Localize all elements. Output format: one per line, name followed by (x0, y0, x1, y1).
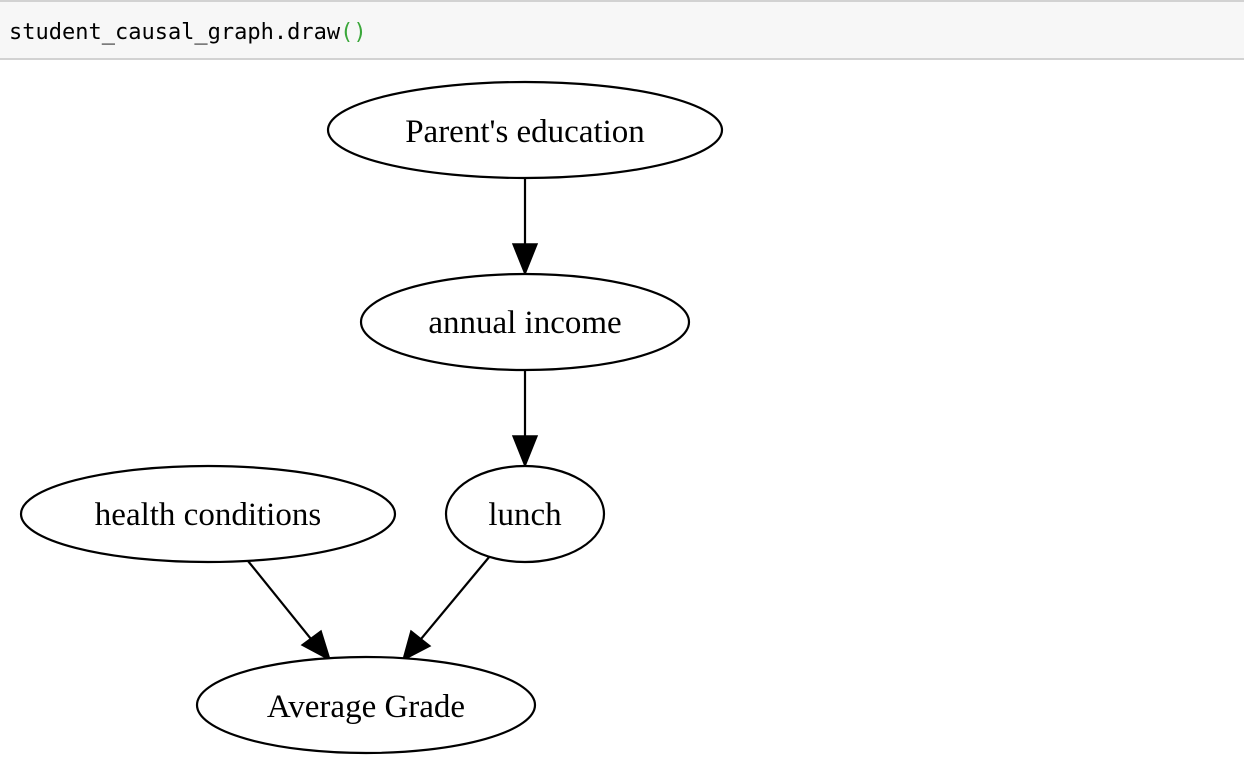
node-label: Parent's education (405, 114, 645, 150)
node-annual-income: annual income (359, 272, 691, 372)
edge-annual-income-to-lunch (511, 370, 539, 469)
code-cell[interactable]: student_causal_graph.draw() (0, 0, 1244, 60)
edge-health-conditions-to-average-grade (247, 560, 332, 662)
node-label: Average Grade (267, 689, 465, 725)
code-text: student_causal_graph.draw (9, 20, 341, 45)
code-parens: () (340, 20, 367, 45)
causal-graph: Parent's education annual income health … (19, 80, 724, 755)
code-line[interactable]: student_causal_graph.draw() (9, 19, 367, 47)
cell-output: Parent's education annual income health … (0, 62, 1244, 772)
node-label: annual income (428, 305, 621, 341)
node-parents-education: Parent's education (326, 80, 724, 180)
node-health-conditions: health conditions (19, 464, 397, 564)
node-label: lunch (488, 497, 562, 533)
node-lunch: lunch (444, 464, 606, 564)
edge-parents-education-to-annual-income (511, 179, 539, 277)
node-average-grade: Average Grade (195, 655, 537, 755)
edge-lunch-to-average-grade (401, 555, 491, 662)
node-label: health conditions (95, 497, 321, 533)
